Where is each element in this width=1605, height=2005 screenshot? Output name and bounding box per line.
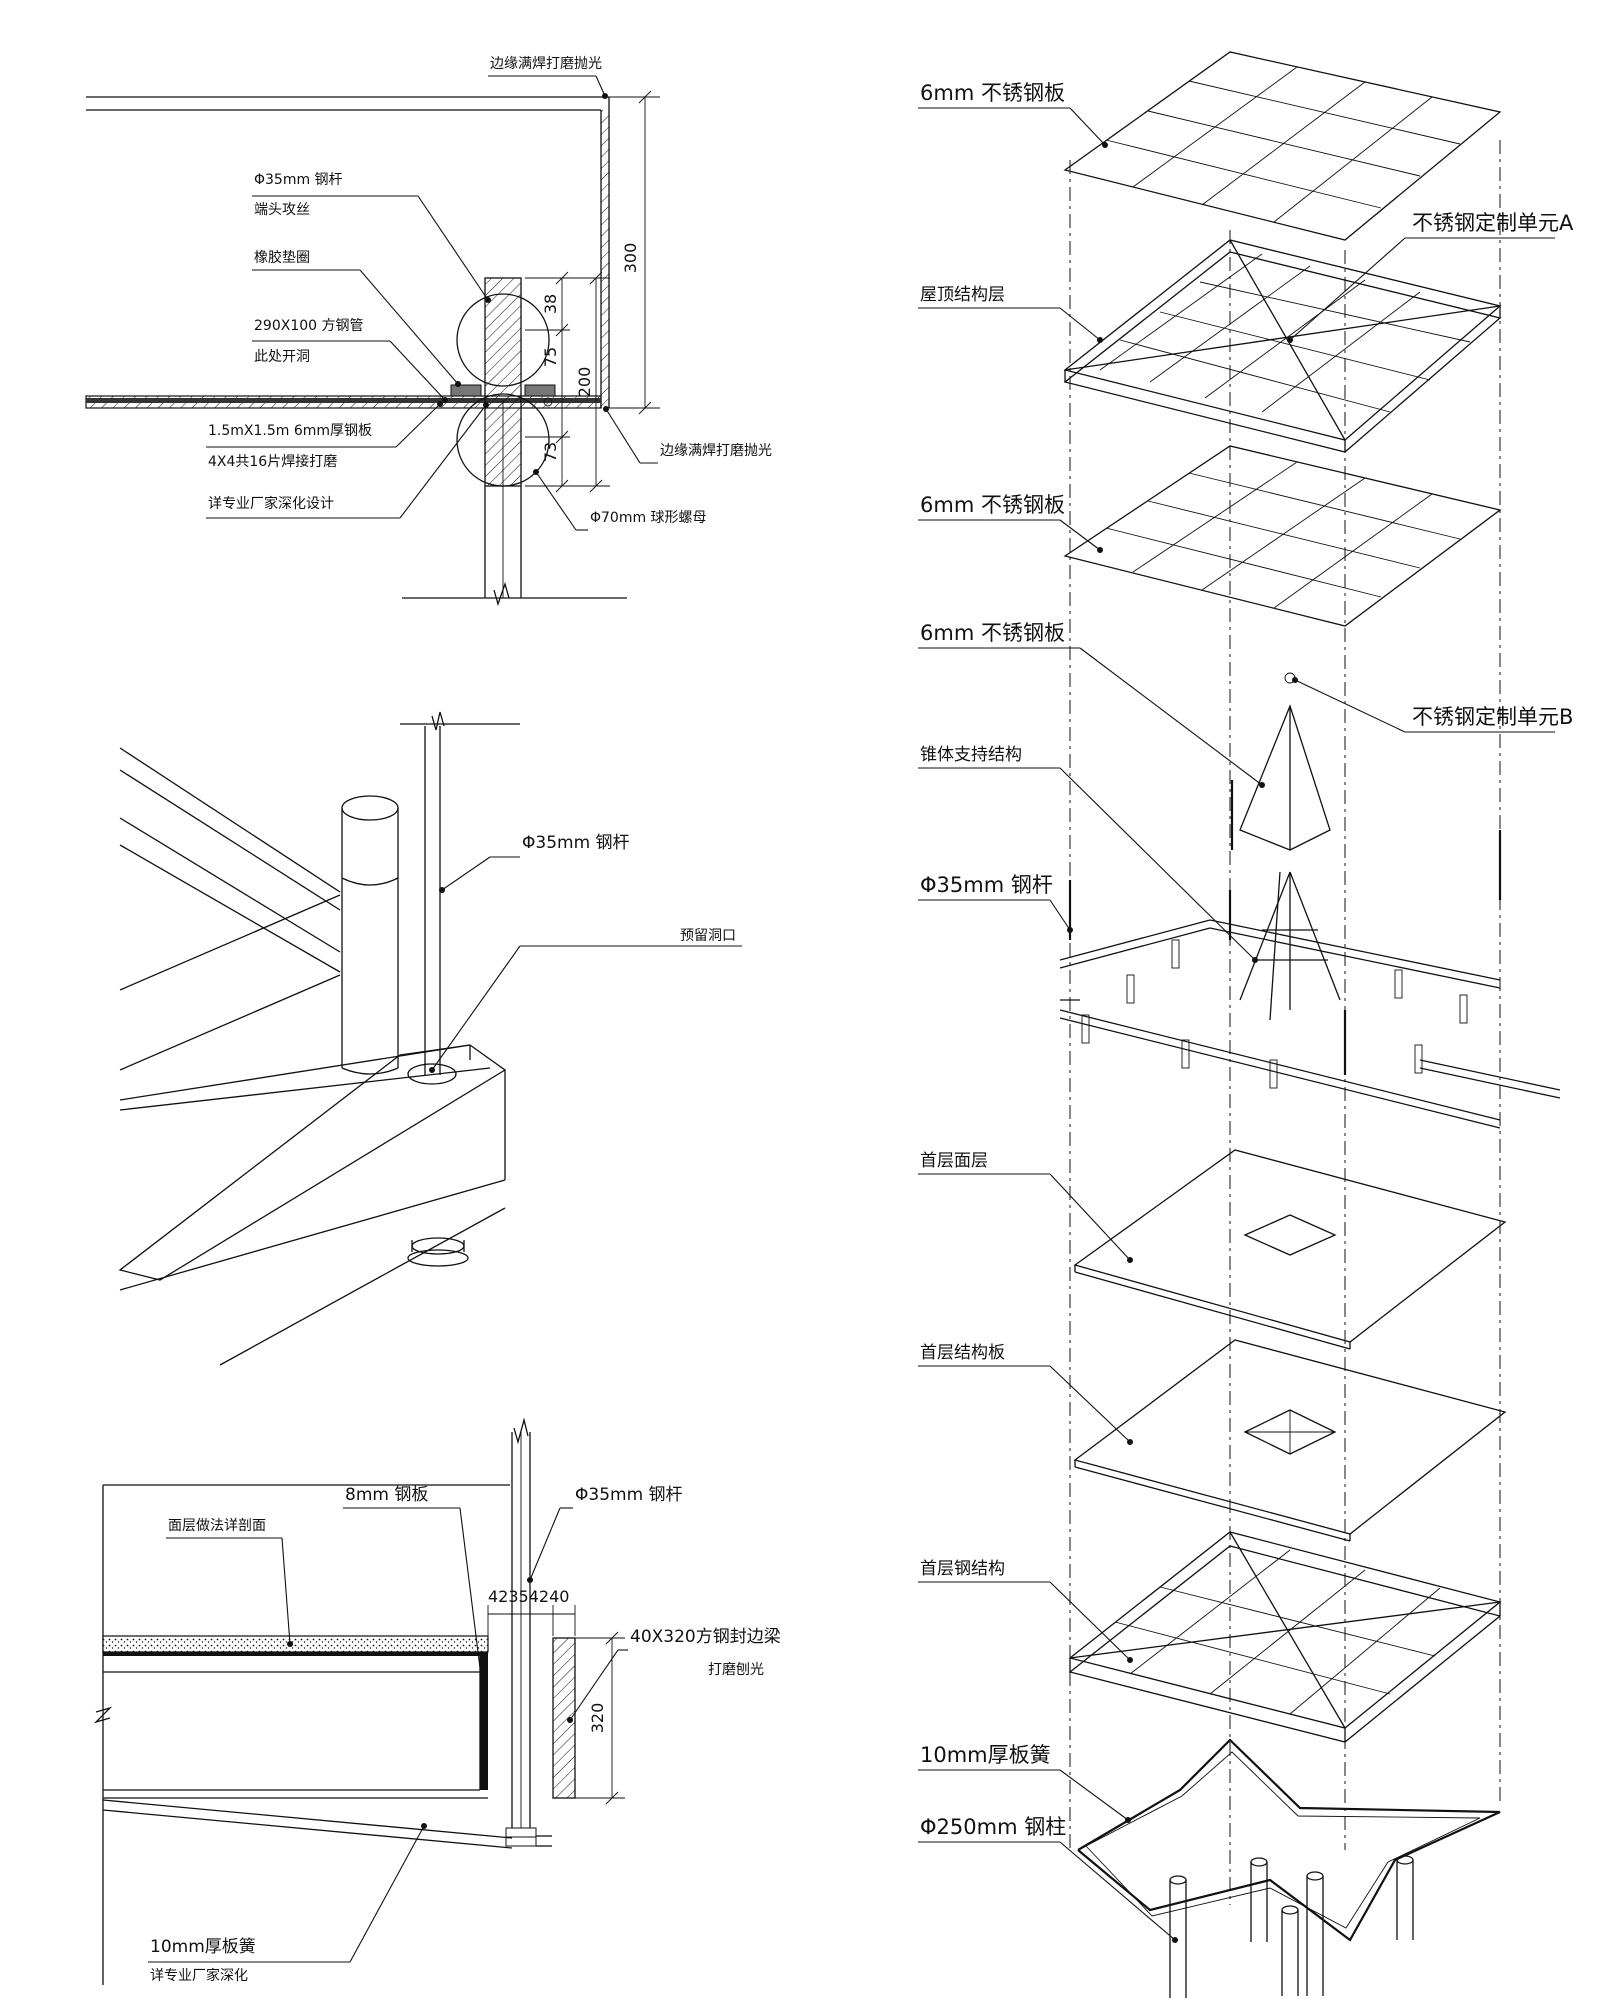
section-a-detail: 300 38 75 200 73 边缘满焊打磨抛光 Φ35mm 钢杆 端头攻丝 …	[85, 55, 772, 607]
label-edge-beam-sub: 打磨刨光	[708, 1661, 764, 1678]
label-rubber-washer: 橡胶垫圈	[254, 249, 310, 266]
label-square-tube: 290X100 方钢管	[254, 318, 363, 334]
label-rod-a: Φ35mm 钢杆	[254, 172, 343, 188]
dims-row: 42354240	[488, 1587, 569, 1606]
steel-columns	[1169, 1855, 1414, 1998]
label-edge-weld-bottom: 边缘满焊打磨抛光	[660, 442, 772, 459]
layer-top-plate	[1063, 51, 1502, 241]
section-c-detail: 42354240 320 面层做法详剖面 8mm 钢板 Φ35mm 钢杆 40X…	[93, 1417, 781, 1985]
dim-38: 38	[541, 294, 560, 314]
label-8mm-plate: 8mm 钢板	[345, 1485, 428, 1505]
label-rod-exploded: Φ35mm 钢杆	[920, 873, 1053, 897]
label-edge-beam: 40X320方钢封边梁	[630, 1627, 781, 1647]
label-mid-plate: 6mm 不锈钢板	[920, 493, 1065, 517]
label-finish-c: 面层做法详剖面	[168, 1518, 266, 1534]
label-cone-plate: 6mm 不锈钢板	[920, 621, 1065, 645]
label-steel-plate-sub: 4X4共16片焊接打磨	[208, 453, 337, 470]
dim-320: 320	[588, 1703, 607, 1734]
label-leaf-spring: 10mm厚板簧	[920, 1743, 1051, 1767]
layer-cone	[1230, 672, 1331, 851]
layer-spring-columns	[1077, 1738, 1501, 1998]
dim-73: 73	[541, 442, 560, 462]
exploded-axonometric: 6mm 不锈钢板 不锈钢定制单元A 屋顶结构层 6mm 不锈钢板 6mm 不锈钢…	[918, 51, 1574, 1998]
label-ball-nut: Φ70mm 球形螺母	[590, 510, 707, 526]
label-steel-plate: 1.5mX1.5m 6mm厚钢板	[208, 423, 372, 439]
label-rod-c: Φ35mm 钢杆	[575, 1485, 683, 1505]
section-b-perspective: Φ35mm 钢杆 预留洞口	[118, 711, 742, 1366]
layer-mid-plate	[1063, 445, 1502, 627]
dim-300: 300	[621, 243, 640, 274]
layer-roof-structure	[1063, 239, 1502, 453]
layer-ground-steel	[1068, 1531, 1502, 1743]
label-rod-b: Φ35mm 钢杆	[522, 833, 630, 853]
label-steel-column: Φ250mm 钢柱	[920, 1815, 1066, 1839]
label-leaf-spring-c-sub: 详专业厂家深化	[150, 1967, 248, 1984]
label-top-plate: 6mm 不锈钢板	[920, 81, 1065, 105]
label-edge-weld-top: 边缘满焊打磨抛光	[490, 55, 602, 72]
label-vendor-a: 详专业厂家深化设计	[208, 495, 334, 512]
label-unit-b: 不锈钢定制单元B	[1412, 705, 1573, 729]
layer-ground-slab	[1073, 1339, 1507, 1542]
label-unit-a: 不锈钢定制单元A	[1412, 211, 1574, 235]
dim-75: 75	[541, 347, 560, 367]
label-rod-a-sub: 端头攻丝	[254, 202, 310, 218]
label-ground-steel: 首层钢结构	[920, 1559, 1005, 1579]
label-roof-structure: 屋顶结构层	[920, 285, 1005, 305]
label-ground-slab: 首层结构板	[920, 1343, 1005, 1363]
label-square-tube-sub: 此处开洞	[254, 349, 310, 365]
dim-200: 200	[575, 367, 594, 398]
label-ground-finish: 首层面层	[920, 1151, 988, 1171]
label-leaf-spring-c: 10mm厚板簧	[150, 1937, 256, 1957]
layer-ground-finish	[1073, 1149, 1507, 1350]
layer-rods-support	[1059, 830, 1561, 1129]
label-cone-support: 锥体支持结构	[920, 745, 1022, 765]
label-reserved-opening: 预留洞口	[680, 928, 736, 944]
